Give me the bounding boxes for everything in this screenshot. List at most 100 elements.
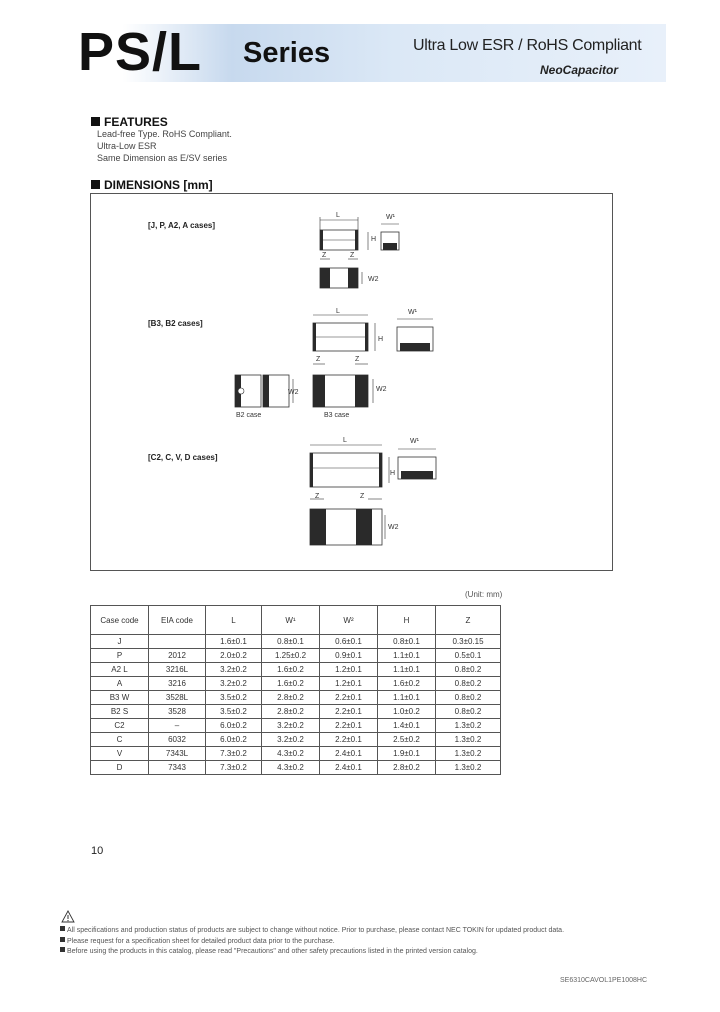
table-cell: 6032 — [148, 732, 206, 747]
table-cell: 0.8±0.2 — [435, 690, 501, 705]
table-cell: 0.8±0.2 — [435, 662, 501, 677]
table-cell: 3216L — [148, 662, 206, 677]
dim-label-w1: W¹ — [408, 309, 417, 316]
document-code: SE6310CAVOL1PE1008HC — [560, 977, 648, 984]
dim-label-z: Z — [315, 493, 320, 500]
dim-label-h: H — [378, 336, 384, 343]
notice-line: Please request for a specification sheet… — [60, 937, 335, 947]
dim-label-w2: W2 — [376, 386, 387, 393]
brand-logo: NeoCapacitor — [540, 63, 619, 77]
table-cell: 6.0±0.2 — [205, 732, 262, 747]
table-cell: 3.2±0.2 — [205, 662, 262, 677]
table-cell: 1.3±0.2 — [435, 760, 501, 775]
col-header-eia-code: EIA code — [148, 605, 206, 635]
b2-case-caption: B2 case — [236, 412, 262, 419]
table-cell: 1.1±0.1 — [377, 690, 436, 705]
table-cell: 1.3±0.2 — [435, 746, 501, 761]
table-cell: 2.4±0.1 — [319, 760, 378, 775]
dim-label-w2: W2 — [388, 524, 399, 531]
notice-line: Before using the products in this catalo… — [60, 947, 478, 957]
case-group-label: [J, P, A2, A cases] — [148, 221, 215, 230]
dim-label-z: Z — [355, 356, 360, 363]
table-cell: 3528 — [148, 704, 206, 719]
notice-bullet-icon — [60, 937, 65, 942]
large-case-drawing — [309, 444, 437, 546]
table-cell: 2.2±0.1 — [319, 718, 378, 733]
table-cell: 2.8±0.2 — [261, 690, 320, 705]
warning-icon — [61, 910, 75, 923]
table-cell: 7343L — [148, 746, 206, 761]
table-cell: 0.8±0.2 — [435, 676, 501, 691]
table-cell: 1.2±0.1 — [319, 676, 378, 691]
table-cell: 3.2±0.2 — [205, 676, 262, 691]
table-cell: – — [148, 718, 206, 733]
table-cell: A — [90, 676, 149, 691]
table-cell: 2.8±0.2 — [261, 704, 320, 719]
table-cell: 2.2±0.1 — [319, 704, 378, 719]
table-cell: 7343 — [148, 760, 206, 775]
dimensions-heading: DIMENSIONS [mm] — [91, 178, 213, 192]
table-cell: 1.6±0.2 — [377, 676, 436, 691]
table-cell: 0.8±0.1 — [261, 634, 320, 649]
feature-item: Ultra-Low ESR — [97, 141, 157, 151]
col-header-w1: W¹ — [261, 605, 320, 635]
table-cell: 1.1±0.1 — [377, 662, 436, 677]
square-bullet-icon — [91, 180, 100, 189]
dim-label-h: H — [371, 236, 377, 243]
notice-bullet-icon — [60, 926, 65, 931]
col-header-z: Z — [435, 605, 501, 635]
table-cell: 1.6±0.2 — [261, 676, 320, 691]
table-cell: 0.5±0.1 — [435, 648, 501, 663]
table-cell: J — [90, 634, 149, 649]
table-cell: 2012 — [148, 648, 206, 663]
table-cell: 1.3±0.2 — [435, 732, 501, 747]
feature-item: Lead-free Type. RoHS Compliant. — [97, 129, 232, 139]
table-cell: V — [90, 746, 149, 761]
dim-label-w2: W2 — [288, 389, 299, 396]
table-cell: P — [90, 648, 149, 663]
dim-label-z: Z — [322, 252, 327, 259]
table-cell: 0.8±0.2 — [435, 704, 501, 719]
table-cell — [148, 634, 206, 649]
table-cell: B2 S — [90, 704, 149, 719]
table-cell: 0.6±0.1 — [319, 634, 378, 649]
dimensions-drawing-box — [90, 193, 613, 571]
table-cell: 7.3±0.2 — [205, 760, 262, 775]
b3-case-caption: B3 case — [324, 412, 350, 419]
dim-label-z: Z — [316, 356, 321, 363]
series-word: Series — [243, 37, 331, 69]
table-cell: A2 L — [90, 662, 149, 677]
table-cell: 4.3±0.2 — [261, 760, 320, 775]
table-cell: 3528L — [148, 690, 206, 705]
table-cell: 7.3±0.2 — [205, 746, 262, 761]
table-cell: 1.9±0.1 — [377, 746, 436, 761]
col-header-l: L — [205, 605, 262, 635]
feature-item: Same Dimension as E/SV series — [97, 153, 228, 163]
table-cell: 2.2±0.1 — [319, 690, 378, 705]
table-cell: 4.3±0.2 — [261, 746, 320, 761]
table-cell: 1.6±0.2 — [261, 662, 320, 677]
header-banner — [62, 24, 666, 82]
table-cell: 1.0±0.2 — [377, 704, 436, 719]
dim-label-w1: W¹ — [386, 214, 395, 221]
table-cell: 2.8±0.2 — [377, 760, 436, 775]
page-number: 10 — [91, 845, 104, 857]
table-cell: 1.2±0.1 — [319, 662, 378, 677]
table-cell: 2.4±0.1 — [319, 746, 378, 761]
series-subtitle: Ultra Low ESR / RoHS Compliant — [413, 37, 642, 54]
table-cell: C — [90, 732, 149, 747]
table-cell: 2.0±0.2 — [205, 648, 262, 663]
dim-label-l: L — [336, 308, 340, 315]
table-cell: 1.25±0.2 — [261, 648, 320, 663]
